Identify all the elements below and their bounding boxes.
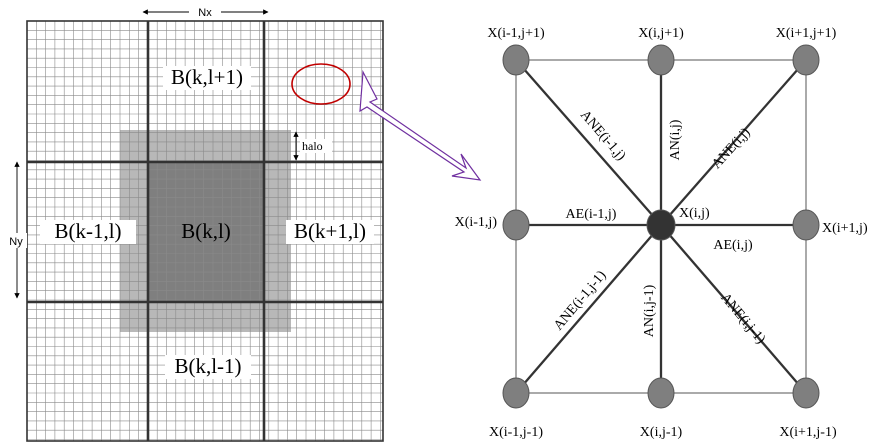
edge-c-tr: [660, 59, 807, 226]
node-tl: [502, 44, 530, 76]
edge-label-ane-br: ANE(i,j-1): [717, 291, 768, 348]
node-label-bl: X(i-1,j-1): [489, 425, 543, 440]
stencil-nodes: [502, 44, 820, 409]
node-label-bm: X(i,j-1): [640, 425, 683, 440]
ny-dimension: Ny: [5, 161, 27, 299]
edge-label-ae-left: AE(i-1,j): [566, 207, 617, 222]
node-label-c: X(i,j): [679, 206, 710, 221]
edge-label-an-bottom: AN(i,j-1): [642, 284, 657, 337]
node-label-mr: X(i+1,j): [822, 221, 868, 236]
stencil-outer-edges: [515, 59, 807, 394]
node-br: [792, 377, 820, 409]
node-label-tm: X(i,j+1): [638, 26, 684, 41]
block-label-right: B(k+1,l): [294, 219, 366, 243]
node-label-tr: X(i+1,j+1): [776, 26, 837, 41]
node-tr: [792, 44, 820, 76]
center-block-fill: [148, 162, 264, 302]
stencil-center-edges: [515, 59, 807, 394]
block-label-top: B(k,l+1): [171, 65, 243, 89]
edge-c-br: [660, 224, 807, 394]
grid-frame: [26, 20, 384, 442]
edge-label-an-top: AN(i,j): [668, 119, 683, 160]
block-label-bottom: B(k,l-1): [174, 354, 241, 378]
block-label-center: B(k,l): [181, 219, 231, 243]
node-bl: [502, 377, 530, 409]
edge-label-ane-tl: ANE(i-1,j): [577, 108, 629, 164]
node-c: [646, 209, 676, 241]
node-mr: [792, 209, 820, 241]
block-labels: B(k,l+1) B(k-1,l) B(k,l) B(k+1,l) B(k,l-…: [40, 65, 374, 379]
node-labels: X(i-1,j+1) X(i,j+1) X(i+1,j+1) X(i-1,j) …: [455, 26, 868, 440]
stencil-graph: X(i-1,j+1) X(i,j+1) X(i+1,j+1) X(i-1,j) …: [455, 26, 868, 440]
block-label-left: B(k-1,l): [54, 219, 121, 243]
highlight-ellipse: [291, 63, 351, 105]
node-label-tl: X(i-1,j+1): [487, 26, 545, 41]
edge-label-ane-tr: ANE(i,j): [709, 125, 753, 172]
edge-c-tl: [515, 59, 662, 226]
edge-label-ane-bl: ANE(i-1,j-1): [551, 268, 609, 334]
halo-label: halo: [302, 139, 323, 153]
pointer-arrow: [359, 69, 482, 181]
edge-c-bl: [515, 224, 662, 394]
edge-label-ae-right: AE(i,j): [713, 238, 753, 253]
node-ml: [502, 209, 530, 241]
nx-label: Nx: [198, 7, 212, 19]
halo-marker: halo: [293, 131, 332, 161]
node-label-br: X(i+1,j-1): [779, 425, 837, 440]
node-label-ml: X(i-1,j): [455, 215, 498, 230]
node-tm: [647, 44, 675, 76]
nx-dimension: Nx: [142, 4, 269, 19]
ny-label: Ny: [9, 236, 23, 248]
node-bm: [647, 377, 675, 409]
